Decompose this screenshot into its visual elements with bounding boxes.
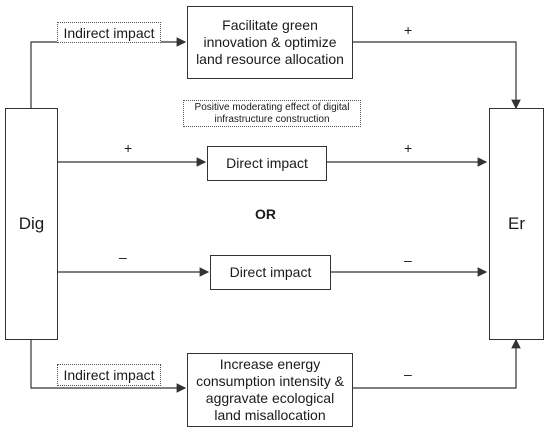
direct-positive-node: Direct impact: [207, 146, 327, 181]
indirect-impact-top-label: Indirect impact: [57, 22, 161, 43]
top-mechanism-node: Facilitate green innovation & optimize l…: [187, 6, 353, 79]
top-indirect-path-out: [353, 41, 521, 110]
bottom-mechanism-node: Increase energy consumption intensity & …: [187, 353, 353, 427]
top-indirect-path-in: [30, 37, 187, 108]
bottom-indirect-path-in: [30, 340, 187, 393]
dig-node: Dig: [5, 108, 58, 340]
sign-direct-negative-left: –: [119, 249, 127, 265]
direct-negative-node: Direct impact: [210, 255, 331, 290]
sign-direct-positive-right: +: [404, 140, 413, 156]
moderating-effect-label: Positive moderating effect of digital in…: [183, 100, 361, 127]
sign-bottom-right: –: [404, 366, 412, 382]
sign-direct-negative-right: –: [404, 252, 412, 268]
er-node: Er: [489, 108, 544, 340]
top-mechanism-label: Facilitate green innovation & optimize l…: [196, 17, 344, 67]
er-node-label: Er: [508, 213, 525, 233]
bottom-mechanism-label: Increase energy consumption intensity & …: [196, 356, 344, 423]
direct-positive-label: Direct impact: [226, 155, 308, 172]
dig-node-label: Dig: [18, 213, 45, 233]
bottom-indirect-path-out: [353, 338, 521, 389]
indirect-impact-bottom-label: Indirect impact: [57, 364, 161, 386]
or-label: OR: [255, 206, 276, 222]
sign-direct-positive-left: +: [124, 140, 133, 156]
sign-top-right: +: [404, 22, 413, 38]
direct-negative-label: Direct impact: [229, 264, 312, 281]
